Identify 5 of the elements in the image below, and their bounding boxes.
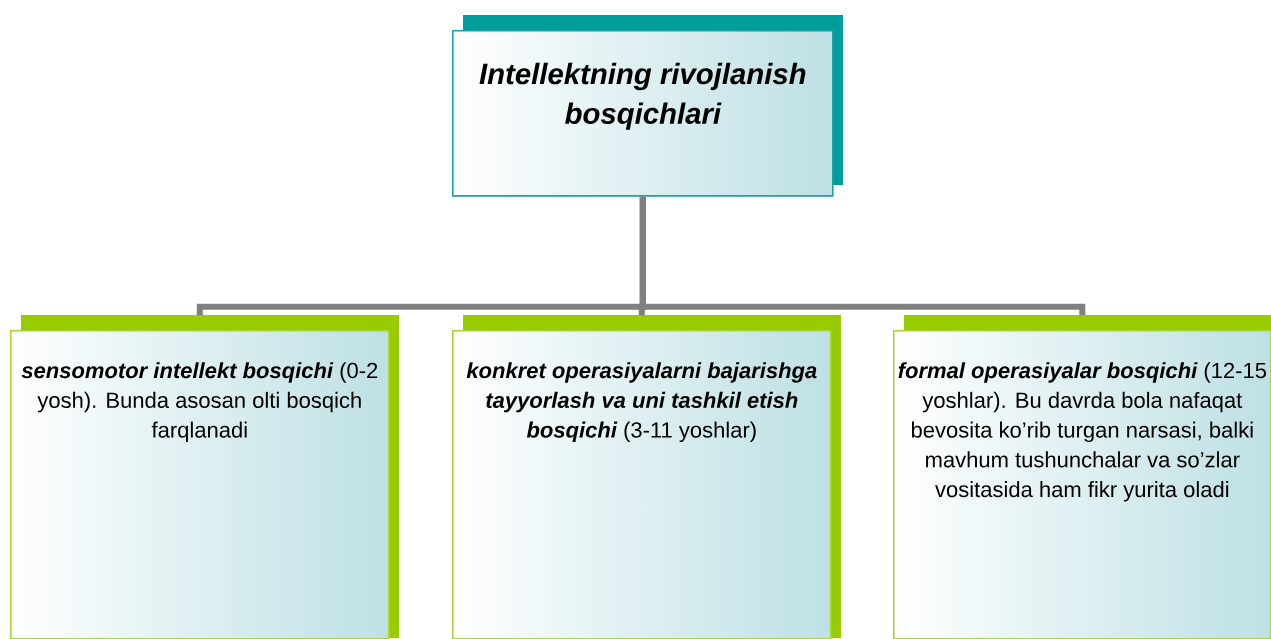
connector-line: [639, 196, 1086, 316]
stage-box: sensomotor intellekt bosqichi (0-2 yosh). Bunda asosan olti bosqich farqlanadi: [10, 315, 399, 639]
title-box: Intellektning rivojlanish bosqichlari: [452, 15, 843, 197]
stage-box: formal operasiyalar bosqichi (12-15 yoshlar). Bu davrda bola nafaqat bevosita ko’rib turgan narsasi, balki mavhum tushunchalar va so’zlar vositasida ham fikr yurita oladi: [893, 315, 1271, 639]
stage-box: konkret operasiyalarni bajarishga tayyorlash va uni tashkil etish bosqichi (3-11 yoshlar): [452, 315, 841, 639]
